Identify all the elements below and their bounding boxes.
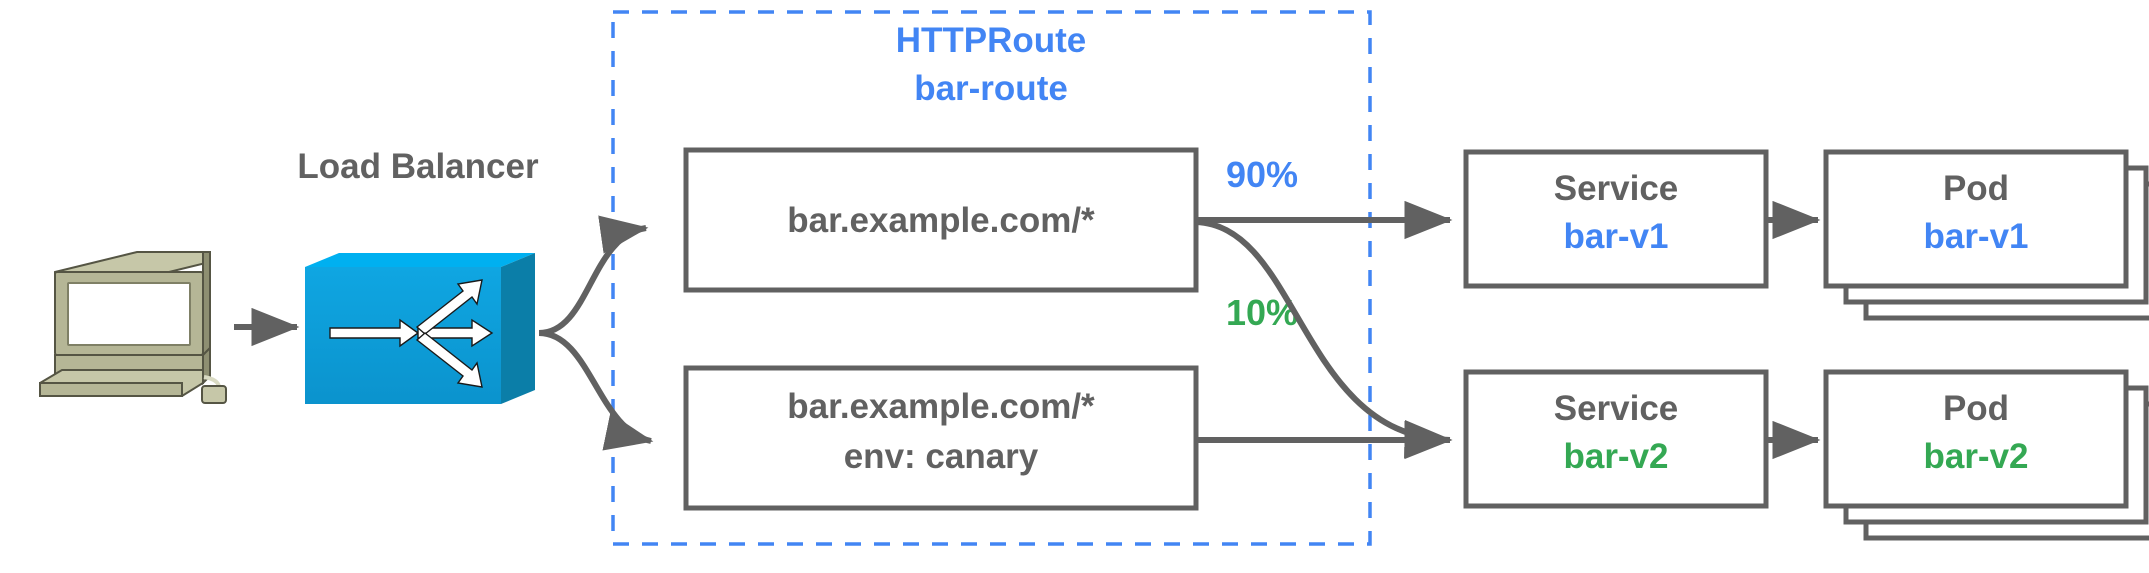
service-v1-name: bar-v1 (1563, 217, 1668, 256)
service-v1-kind: Service (1554, 169, 1679, 208)
rule-primary-match: bar.example.com/* (787, 201, 1095, 240)
pod-v1-kind: Pod (1943, 169, 2009, 208)
arrow-lb-to-rule-canary (538, 330, 654, 451)
weight-label-90: 90% (1226, 154, 1298, 195)
arrow-rule-primary-to-service-v2 (1195, 219, 1453, 459)
pod-v2-name: bar-v2 (1923, 437, 2028, 476)
desktop-computer-icon (39, 251, 227, 404)
pod-v1-name: bar-v1 (1923, 217, 2028, 256)
service-v2-kind: Service (1554, 389, 1679, 428)
service-bar-v2[interactable]: Service bar-v2 (1463, 369, 1769, 509)
httproute-name-label: bar-route (914, 69, 1068, 108)
pod-bar-v2[interactable]: Pod bar-v2 (1823, 369, 2149, 541)
rule-canary-match: bar.example.com/* (787, 387, 1095, 426)
load-balancer-label: Load Balancer (297, 147, 539, 186)
httproute-boundary (611, 10, 1372, 546)
pod-bar-v1[interactable]: Pod bar-v1 (1823, 149, 2149, 321)
pod-v2-kind: Pod (1943, 389, 2009, 428)
httproute-kind-label: HTTPRoute (896, 21, 1087, 60)
load-balancer-icon (305, 253, 535, 404)
httproute-rule-canary[interactable]: bar.example.com/* env: canary (683, 365, 1199, 511)
service-bar-v1[interactable]: Service bar-v1 (1463, 149, 1769, 289)
httproute-rule-primary[interactable]: bar.example.com/* (683, 147, 1199, 293)
rule-canary-header: env: canary (844, 437, 1039, 476)
service-v2-name: bar-v2 (1563, 437, 1668, 476)
arrow-lb-to-rule-primary (538, 215, 649, 336)
